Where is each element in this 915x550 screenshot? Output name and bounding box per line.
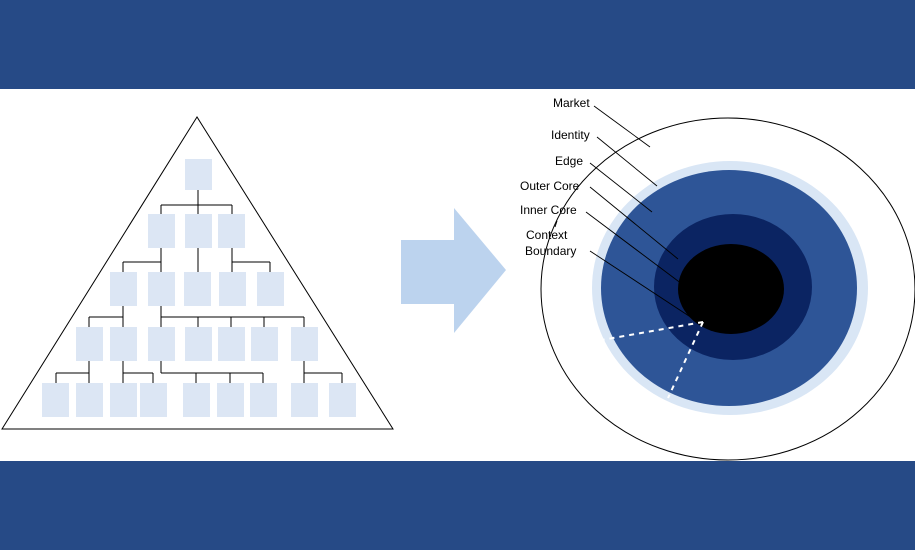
org-box [110, 272, 137, 306]
org-box [183, 383, 210, 417]
org-box [291, 327, 318, 361]
inner-core [678, 244, 784, 334]
org-box [185, 327, 212, 361]
org-box [329, 383, 356, 417]
org-box [257, 272, 284, 306]
layer-labels: Market Identity Edge Outer Core Inner Co… [520, 96, 590, 258]
org-box [218, 214, 245, 248]
label-identity: Identity [551, 128, 590, 142]
concentric-layer-model: Market Identity Edge Outer Core Inner Co… [520, 96, 915, 461]
org-chart-connectors [55, 190, 343, 383]
hierarchy-pyramid [1, 116, 394, 430]
org-box [148, 327, 175, 361]
org-box [42, 383, 69, 417]
top-banner [0, 0, 915, 89]
label-inner-core: Inner Core [520, 203, 577, 217]
bottom-banner [0, 461, 915, 550]
org-chart-boxes [42, 159, 356, 417]
org-box [291, 383, 318, 417]
label-edge: Edge [555, 154, 583, 168]
org-box [76, 327, 103, 361]
org-box [219, 272, 246, 306]
org-box [110, 327, 137, 361]
org-box [148, 214, 175, 248]
org-box [148, 272, 175, 306]
label-context: Context [526, 228, 568, 242]
org-box [140, 383, 167, 417]
org-box [110, 383, 137, 417]
right-arrow-icon [401, 208, 506, 333]
org-box [251, 327, 278, 361]
org-box [76, 383, 103, 417]
context-boundary-lines [601, 321, 704, 399]
org-box [184, 272, 211, 306]
label-market: Market [553, 96, 590, 110]
org-box [185, 214, 212, 248]
org-box [218, 327, 245, 361]
label-outer-core: Outer Core [520, 179, 580, 193]
org-box [217, 383, 244, 417]
org-box [185, 159, 212, 190]
label-leader-lines [554, 105, 693, 319]
label-boundary: Boundary [525, 244, 576, 258]
org-box [250, 383, 277, 417]
